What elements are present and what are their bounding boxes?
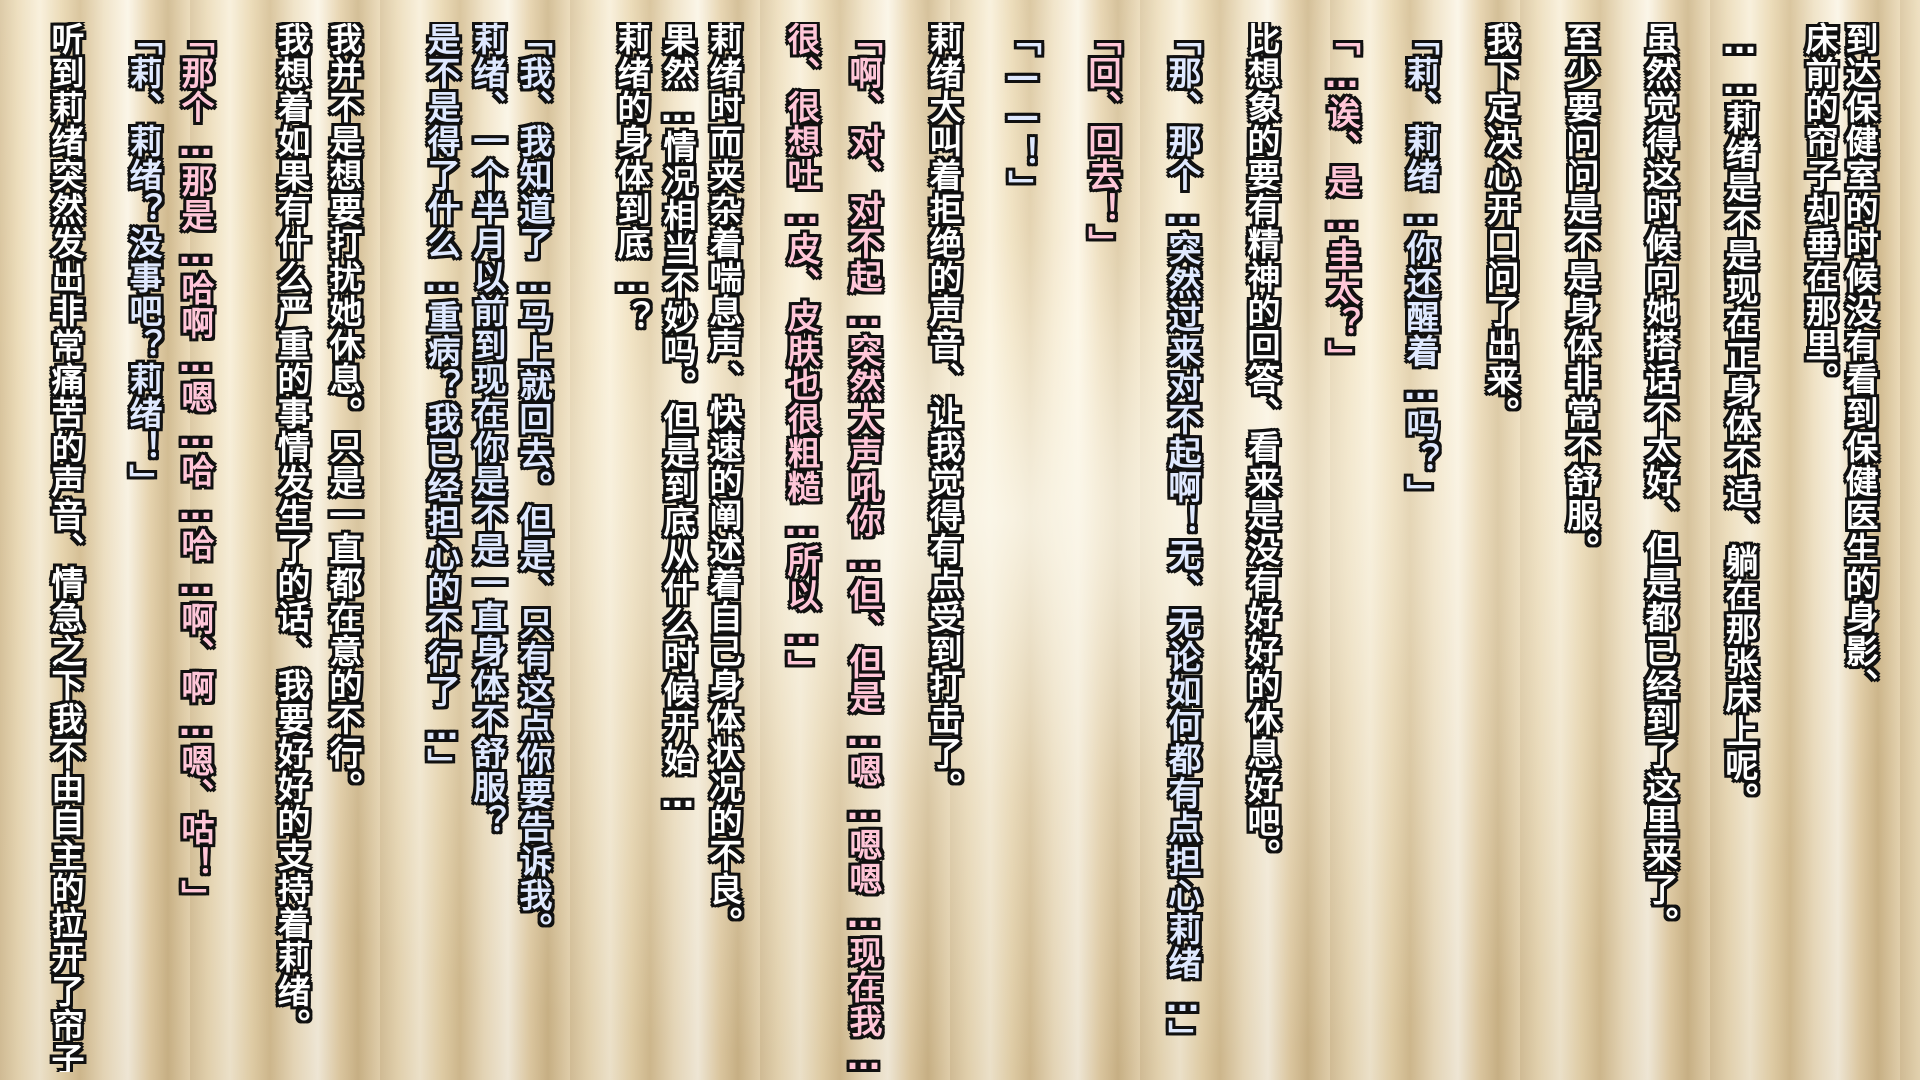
text-line: 听到莉绪突然发出非常痛苦的声音、情急之下我不由自主的拉开了帘子。 [46, 22, 85, 1072]
dialogue-line: 「那个…那是…哈啊…嗯…哈…哈…啊、啊…嗯、咕！」 [176, 22, 215, 914]
dialogue-line: 「莉、莉绪…你还醒着…吗？」 [1401, 22, 1440, 510]
dialogue-line: 「我、我知道了…马上就回去。但是、只有这点你要告诉我。 [514, 22, 553, 946]
dialogue-line: 「回、回去！」 [1083, 22, 1122, 260]
dialogue-line: 很、很想吐…皮、皮肤也很粗糙…所以…」 [782, 22, 821, 686]
text-line: 我下定决心开口问了出来。 [1481, 22, 1520, 430]
text-line: 莉绪大叫着拒绝的声音、让我觉得有点受到打击了。 [924, 22, 963, 804]
text-line: 莉绪的身体到底…？ [612, 22, 651, 334]
text-line: 到达保健室的时候没有看到保健医生的身影、 [1840, 22, 1879, 702]
text-line: 至少要问问是不是身体非常不舒服。 [1561, 22, 1600, 566]
text-line: 床前的帘子却垂在那里。 [1800, 22, 1839, 396]
text-line: 我想着如果有什么严重的事情发生了的话、我要好好的支持着莉绪。 [272, 22, 311, 1042]
text-line: ……莉绪是不是现在正身体不适、躺在那张床上呢。 [1720, 22, 1759, 816]
text-line: 虽然觉得这时候向她搭话不太好、但是都已经到了这里来了。 [1640, 22, 1679, 940]
text-line: 莉绪时而夹杂着喘息声、快速的阐述着自己身体状况的不良。 [704, 22, 743, 940]
text-line: 比想象的要有精神的回答、看来是没有好好的休息好吧。 [1242, 22, 1281, 872]
dialogue-line: 「那、那个…突然过来对不起啊！无、无论如何都有点担心莉绪…」 [1163, 22, 1202, 1054]
dialogue-line: 「…诶、是…圭太？」 [1322, 22, 1361, 374]
dialogue-line: 是不是得了什么…重病？我已经担心的不行了…」 [422, 22, 461, 782]
dialogue-line: 「——！」 [1003, 22, 1042, 204]
dialogue-line: 「莉、莉绪？没事吧？莉绪！」 [124, 22, 163, 498]
text-line: 我并不是想要打扰她休息。只是一直都在意的不行。 [324, 22, 363, 804]
dialogue-line: 「啊、对、对不起…突然大声吼你…但、但是…嗯…嗯嗯…现在我… [844, 22, 883, 1072]
dialogue-line: 莉绪、一个半月以前到现在你是不是一直身体不舒服？ [468, 22, 507, 838]
text-line: 果然…情况相当不妙吗。但是到底从什么时候开始… [658, 22, 697, 816]
